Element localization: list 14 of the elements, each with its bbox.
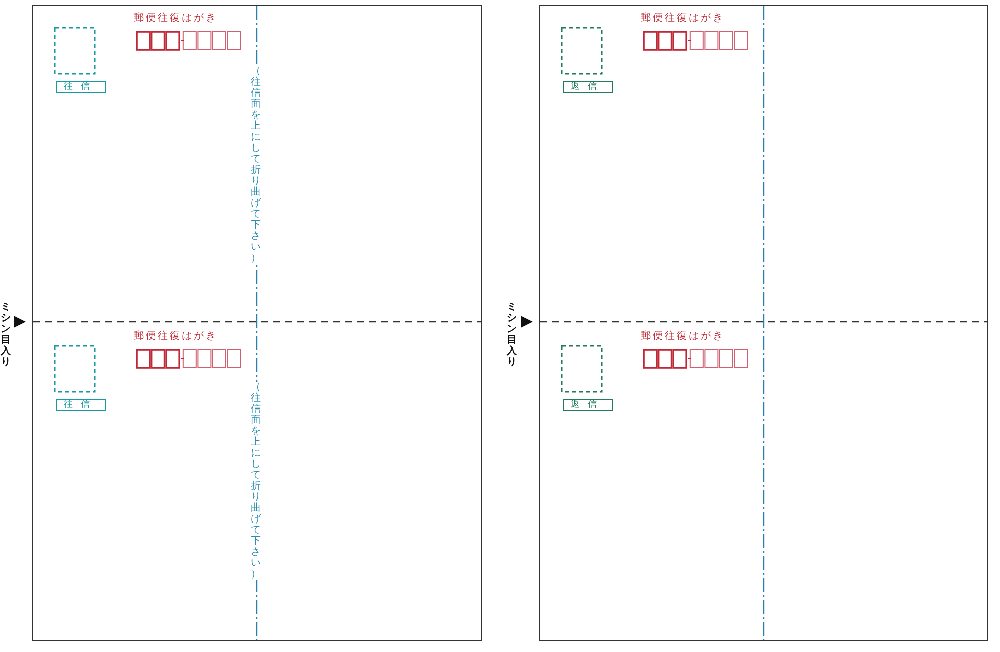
card-title: 郵便往復はがき xyxy=(134,12,218,25)
reply-tag: 返信 xyxy=(563,81,613,93)
paper-sheet xyxy=(539,5,988,641)
paper-sheet xyxy=(32,5,482,641)
perforation-note: ミシン目入り xyxy=(507,302,517,368)
fold-instruction: （往信面を上にして折り曲げて下さい） xyxy=(251,382,261,580)
reply-tag: 往信 xyxy=(56,81,106,93)
card-title: 郵便往復はがき xyxy=(641,330,725,343)
perforation-note: ミシン目入り xyxy=(1,302,11,368)
reply-tag: 返信 xyxy=(563,399,613,411)
fold-instruction: （往信面を上にして折り曲げて下さい） xyxy=(251,66,261,264)
card-title: 郵便往復はがき xyxy=(134,330,218,343)
card-title: 郵便往復はがき xyxy=(641,12,725,25)
reply-tag: 往信 xyxy=(56,399,106,411)
